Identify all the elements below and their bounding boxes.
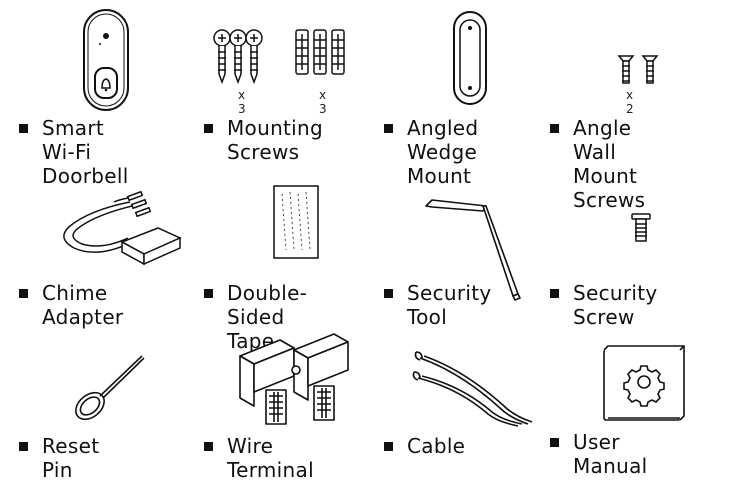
item-label: Chime Adapter bbox=[42, 281, 124, 329]
quantity-screws: x 3 bbox=[238, 88, 247, 116]
item-label: Angle Wall Mount Screws bbox=[573, 116, 646, 212]
bullet bbox=[384, 289, 393, 298]
bullet bbox=[550, 438, 559, 447]
screws-and-anchors-icon bbox=[213, 29, 345, 85]
item-label: Security Tool bbox=[407, 281, 492, 329]
l-key-icon bbox=[425, 199, 521, 301]
bullet bbox=[204, 289, 213, 298]
bullet bbox=[204, 442, 213, 451]
item-label: Angled Wedge Mount bbox=[407, 116, 479, 188]
tape-icon bbox=[273, 185, 319, 259]
bullet bbox=[19, 124, 28, 133]
reset-pin-icon bbox=[75, 355, 145, 421]
bullet bbox=[550, 124, 559, 133]
wire-terminal-icon bbox=[239, 333, 349, 425]
doorbell-icon bbox=[83, 9, 129, 111]
bullet bbox=[384, 124, 393, 133]
security-screw-icon bbox=[631, 213, 651, 242]
bullet bbox=[19, 289, 28, 298]
chime-adapter-icon bbox=[63, 190, 182, 266]
item-label: Mounting Screws bbox=[227, 116, 324, 164]
bullet bbox=[550, 289, 559, 298]
small-screws-icon bbox=[617, 55, 659, 84]
wedge-mount-icon bbox=[453, 11, 487, 105]
bullet bbox=[19, 442, 28, 451]
item-label: Cable bbox=[407, 434, 466, 458]
quantity-screws: x 2 bbox=[626, 88, 635, 116]
item-label: Wire Terminal bbox=[227, 434, 314, 482]
bullet bbox=[204, 124, 213, 133]
quantity-anchors: x 3 bbox=[319, 88, 328, 116]
item-label: Smart Wi-Fi Doorbell bbox=[42, 116, 129, 188]
cable-icon bbox=[412, 351, 533, 427]
item-label: Double-Sided Tape bbox=[227, 281, 308, 353]
bullet bbox=[384, 442, 393, 451]
item-label: Reset Pin bbox=[42, 434, 100, 482]
item-label: User Manual bbox=[573, 430, 648, 478]
manual-gear-icon bbox=[603, 345, 685, 421]
item-label: Security Screw bbox=[573, 281, 658, 329]
